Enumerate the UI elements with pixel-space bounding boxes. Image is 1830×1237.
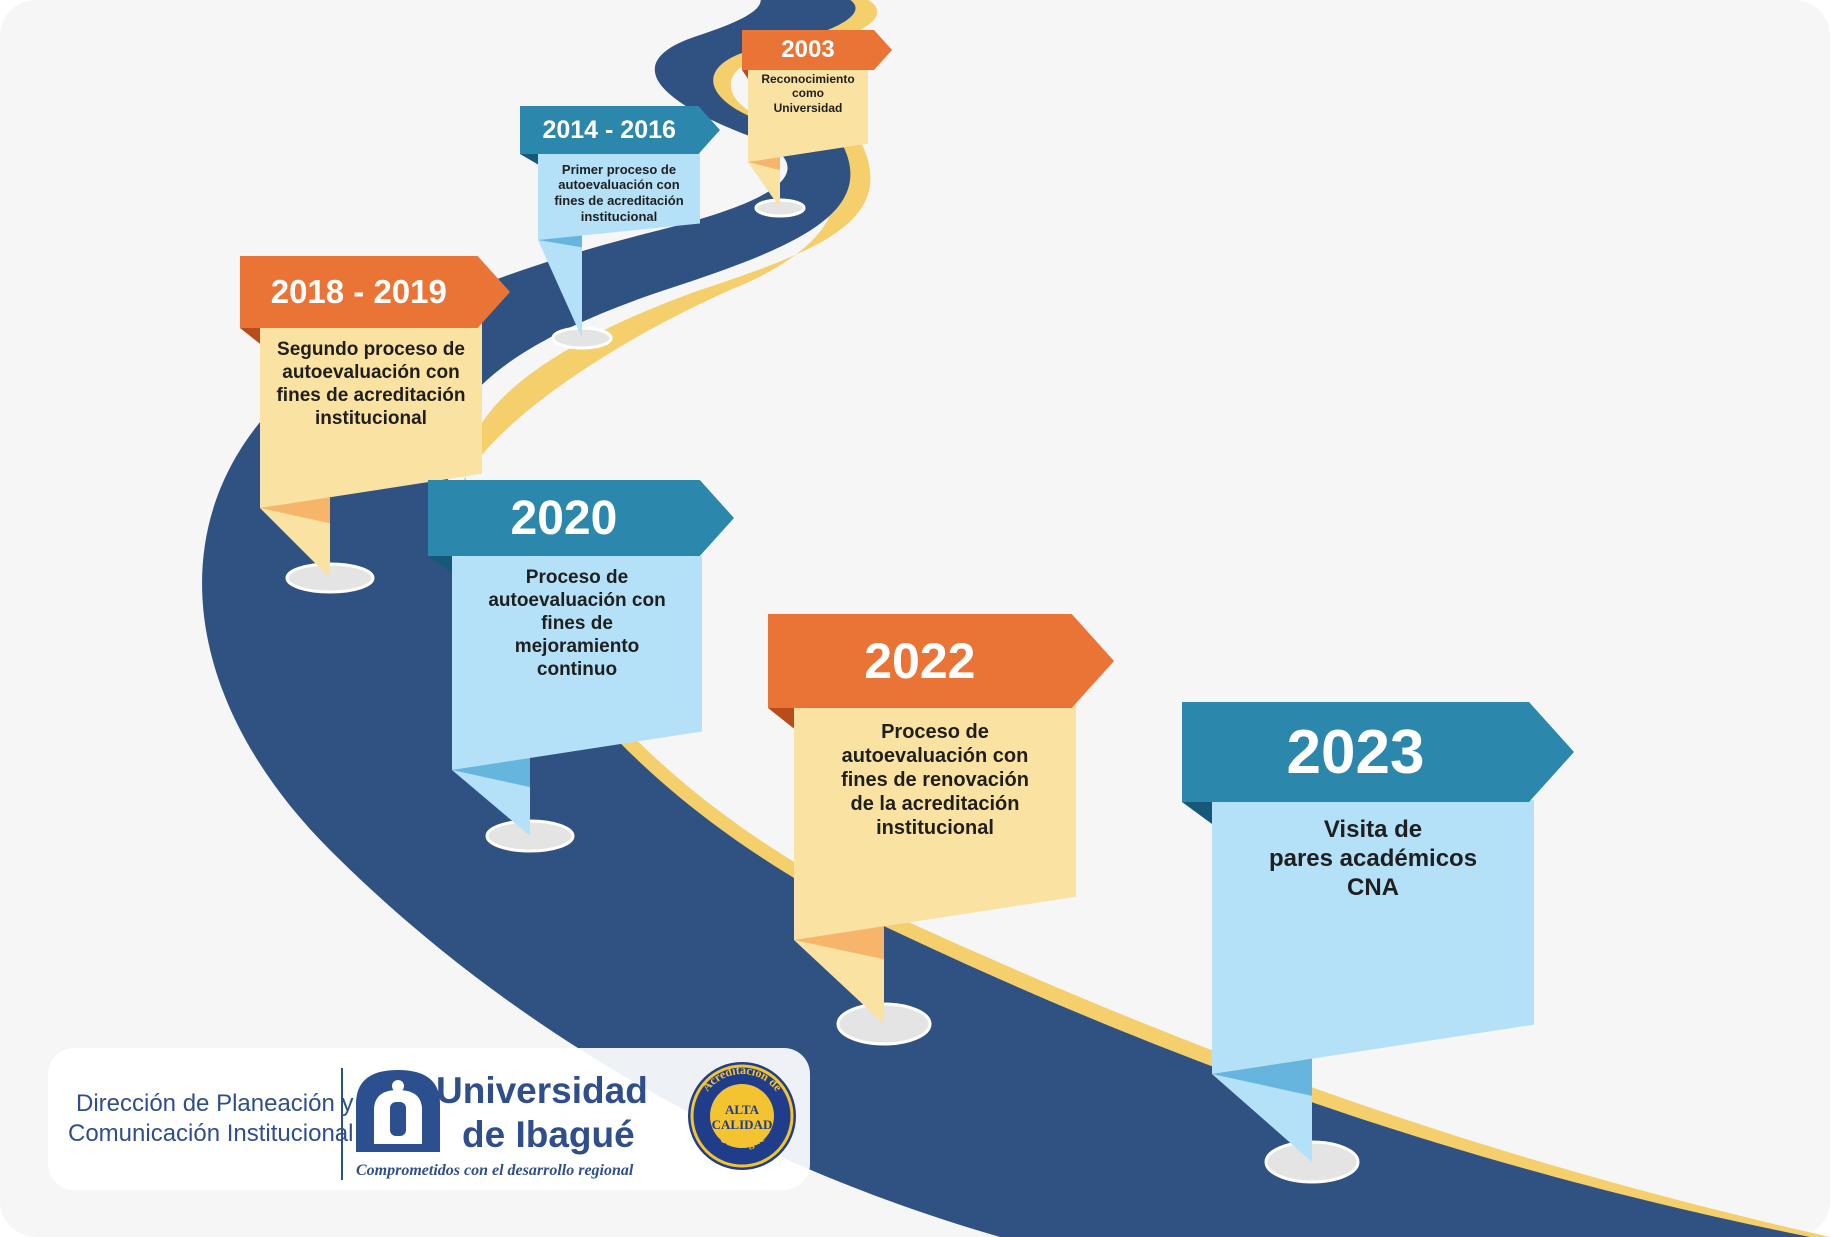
tab-shadow xyxy=(768,708,794,729)
milestone-year: 2018 - 2019 xyxy=(270,273,447,310)
year-tab xyxy=(240,256,510,328)
milestone-4 xyxy=(428,480,734,853)
marker-body xyxy=(1212,800,1534,1074)
marker-tail xyxy=(452,770,530,836)
seal-center-line2: CALIDAD xyxy=(712,1117,773,1132)
milestone-description: Proceso de autoevaluación con fines de r… xyxy=(841,721,1029,839)
tab-shadow xyxy=(428,556,452,573)
office-name-line2: Comunicación Institucional xyxy=(68,1120,354,1147)
tab-shadow xyxy=(520,154,538,165)
marker-body xyxy=(452,556,702,770)
milestone-2 xyxy=(520,106,720,350)
tab-shadow xyxy=(1182,802,1212,824)
marker-body xyxy=(260,318,482,508)
milestone-year: 2014 - 2016 xyxy=(542,115,676,144)
tab-shadow xyxy=(240,328,260,344)
marker-body xyxy=(538,148,700,240)
marker-body xyxy=(794,700,1076,940)
milestone-year: 2023 xyxy=(1286,717,1425,787)
milestone-6 xyxy=(1182,702,1574,1184)
year-tab xyxy=(768,614,1114,708)
marker-body xyxy=(748,60,868,162)
university-logo-icon xyxy=(356,1070,440,1152)
marker-tail xyxy=(538,240,582,338)
milestone-year: 2003 xyxy=(781,36,835,63)
milestone-year: 2020 xyxy=(510,491,618,545)
tab-shadow xyxy=(742,70,748,79)
office-name-line1: Dirección de Planeación y xyxy=(76,1090,354,1117)
milestone-description: Reconocimiento como Universidad xyxy=(761,72,855,115)
marker-tail xyxy=(794,940,884,1024)
university-name-line2: de Ibagué xyxy=(462,1114,635,1155)
road-body xyxy=(202,0,1810,1237)
year-tab xyxy=(428,480,734,556)
year-tab xyxy=(742,30,892,70)
milestone-description: Proceso de autoevaluación con fines de m… xyxy=(488,567,666,680)
university-name-line1: Universidad xyxy=(436,1070,648,1111)
year-tab xyxy=(520,106,720,154)
seal-bottom-text: Unibagué xyxy=(717,1131,767,1151)
accreditation-seal: Acreditación de Unibagué ALTA CALIDAD xyxy=(688,1062,796,1170)
milestone-1 xyxy=(742,30,892,218)
milestone-description: Primer proceso de autoevaluación con fin… xyxy=(554,161,684,224)
university-tagline: Comprometidos con el desarrollo regional xyxy=(356,1162,634,1179)
marker-tail xyxy=(260,508,330,578)
milestone-year: 2022 xyxy=(864,633,976,689)
milestone-5 xyxy=(768,614,1114,1046)
milestone-description: Segundo proceso de autoevaluación con fi… xyxy=(276,339,466,429)
year-tab xyxy=(1182,702,1574,802)
milestone-description: Visita de pares académicos CNA xyxy=(1268,816,1478,901)
svg-text:Unibagué: Unibagué xyxy=(717,1131,767,1151)
marker-tail xyxy=(748,162,780,208)
marker-tail xyxy=(1212,1074,1312,1162)
seal-center-line1: ALTA xyxy=(725,1102,760,1117)
milestone-3 xyxy=(240,256,510,594)
